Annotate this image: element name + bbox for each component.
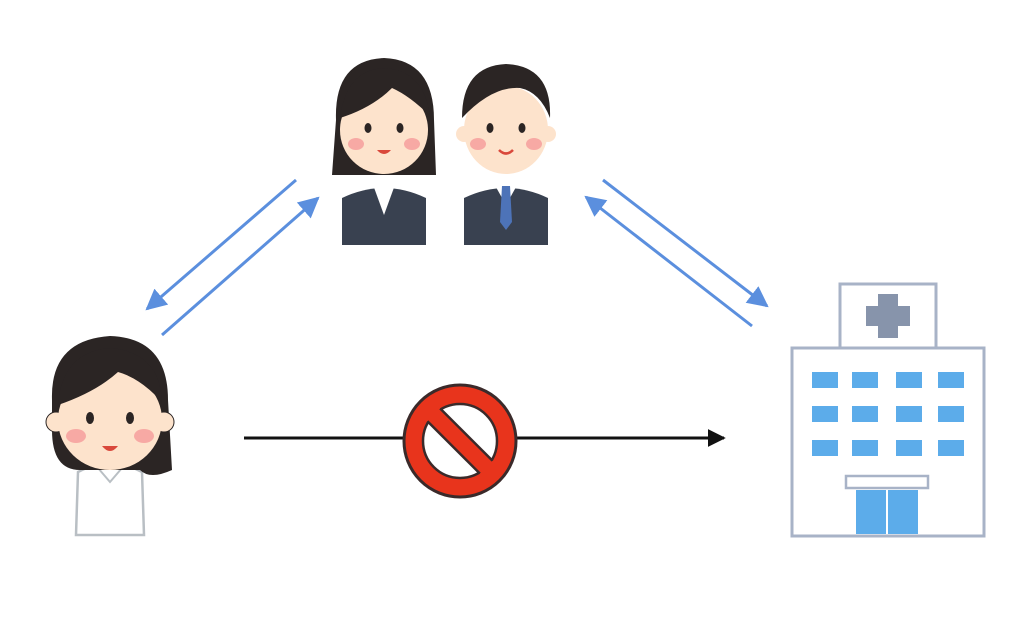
businesswoman-icon — [332, 58, 436, 245]
prohibited-icon — [402, 383, 518, 499]
two-business-people-icon — [332, 58, 556, 245]
hospital-building-icon — [790, 282, 986, 538]
arrow-hospital-to-agency — [584, 195, 753, 328]
arrow-agency-to-hospital — [602, 178, 769, 308]
businessman-icon — [456, 64, 556, 245]
arrow-person-to-agency — [161, 196, 320, 337]
person-in-white-shirt-icon — [45, 336, 175, 537]
arrow-agency-to-person — [145, 178, 297, 311]
